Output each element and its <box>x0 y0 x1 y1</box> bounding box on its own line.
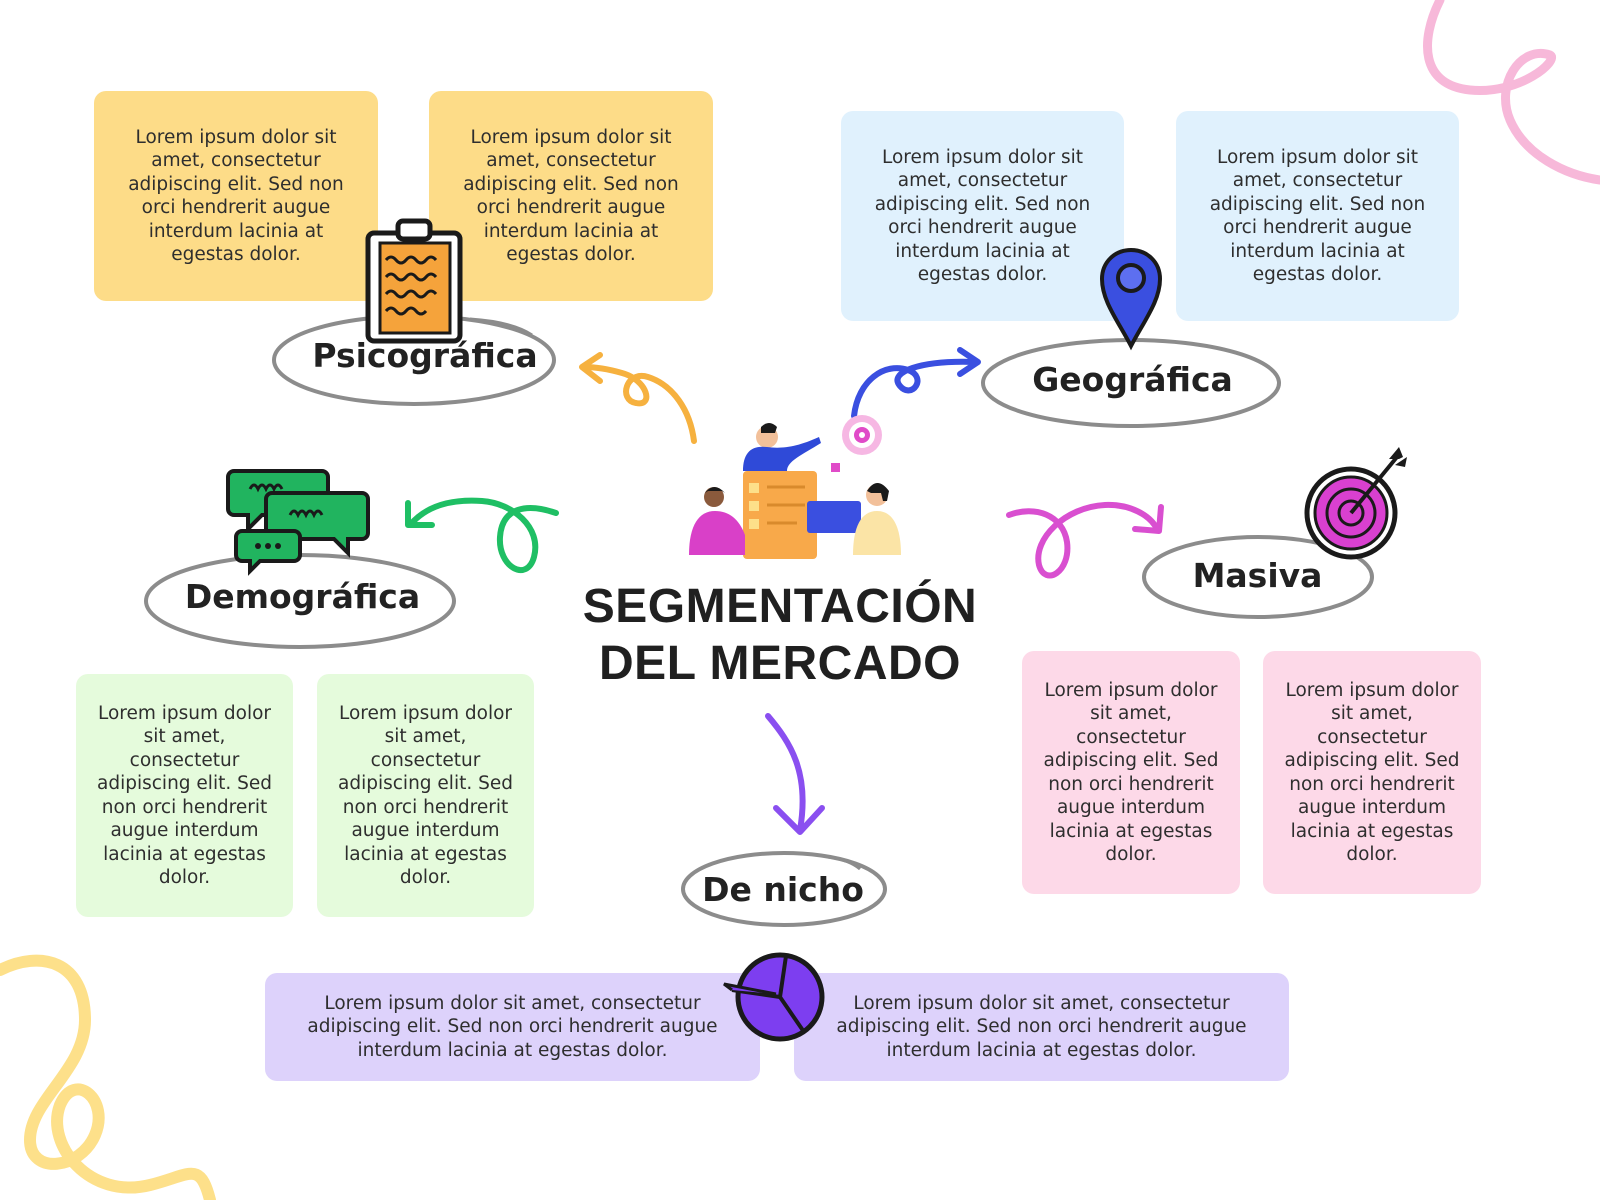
de-nicho-card-1: Lorem ipsum dolor sit amet, consectetur … <box>265 973 760 1081</box>
psicografica-card-2: Lorem ipsum dolor sit amet, consectetur … <box>429 91 713 301</box>
arrow-to-geografica <box>851 347 981 419</box>
masiva-label: Masiva <box>1192 556 1323 595</box>
de-nicho-card-2: Lorem ipsum dolor sit amet, consectetur … <box>794 973 1289 1081</box>
arrow-to-de-nicho <box>765 713 825 835</box>
main-title-line-1: SEGMENTACIÓN <box>582 580 978 633</box>
chat-bubbles-icon <box>226 469 370 576</box>
arrow-to-masiva <box>1006 501 1164 579</box>
yellow-squiggle-decoration <box>0 954 216 1200</box>
masiva-card-1-text: Lorem ipsum dolor sit amet, consectetur … <box>1043 679 1219 866</box>
clipboard-icon <box>365 218 463 344</box>
arrow-to-demografica <box>405 497 559 573</box>
geografica-label: Geográfica <box>1032 360 1233 399</box>
psicografica-card-1-text: Lorem ipsum dolor sit amet, consectetur … <box>128 126 344 266</box>
demografica-card-1: Lorem ipsum dolor sit amet, consectetur … <box>76 674 293 917</box>
team-illustration <box>689 415 901 559</box>
location-pin-icon <box>1099 247 1163 351</box>
pie-chart-icon <box>723 952 825 1042</box>
demografica-card-2-text: Lorem ipsum dolor sit amet, consectetur … <box>338 702 513 889</box>
de-nicho-label: De nicho <box>702 870 864 909</box>
target-icon <box>1304 447 1407 560</box>
demografica-card-1-text: Lorem ipsum dolor sit amet, consectetur … <box>97 702 272 889</box>
de-nicho-label-ellipse <box>681 851 887 927</box>
psicografica-card-1: Lorem ipsum dolor sit amet, consectetur … <box>94 91 378 301</box>
arrow-to-psicografica <box>579 352 697 444</box>
psicografica-card-2-text: Lorem ipsum dolor sit amet, consectetur … <box>463 126 679 266</box>
geografica-card-1-text: Lorem ipsum dolor sit amet, consectetur … <box>874 146 1091 286</box>
blue-card-shape <box>807 501 861 533</box>
pink-squiggle-decoration <box>1423 0 1600 185</box>
masiva-card-2-text: Lorem ipsum dolor sit amet, consectetur … <box>1284 679 1460 866</box>
demografica-label: Demográfica <box>184 577 421 616</box>
main-title: SEGMENTACIÓN DEL MERCADO <box>560 578 1000 692</box>
geografica-card-2-text: Lorem ipsum dolor sit amet, consectetur … <box>1209 146 1426 286</box>
masiva-card-2: Lorem ipsum dolor sit amet, consectetur … <box>1263 651 1481 894</box>
de-nicho-card-2-text: Lorem ipsum dolor sit amet, consectetur … <box>836 992 1247 1061</box>
main-title-line-2: DEL MERCADO <box>599 637 961 690</box>
masiva-label-ellipse <box>1142 535 1374 619</box>
board-shape <box>743 471 817 559</box>
masiva-card-1: Lorem ipsum dolor sit amet, consectetur … <box>1022 651 1240 894</box>
de-nicho-card-1-text: Lorem ipsum dolor sit amet, consectetur … <box>307 992 718 1061</box>
geografica-card-2: Lorem ipsum dolor sit amet, consectetur … <box>1176 111 1459 321</box>
demografica-card-2: Lorem ipsum dolor sit amet, consectetur … <box>317 674 534 917</box>
geografica-card-1: Lorem ipsum dolor sit amet, consectetur … <box>841 111 1124 321</box>
